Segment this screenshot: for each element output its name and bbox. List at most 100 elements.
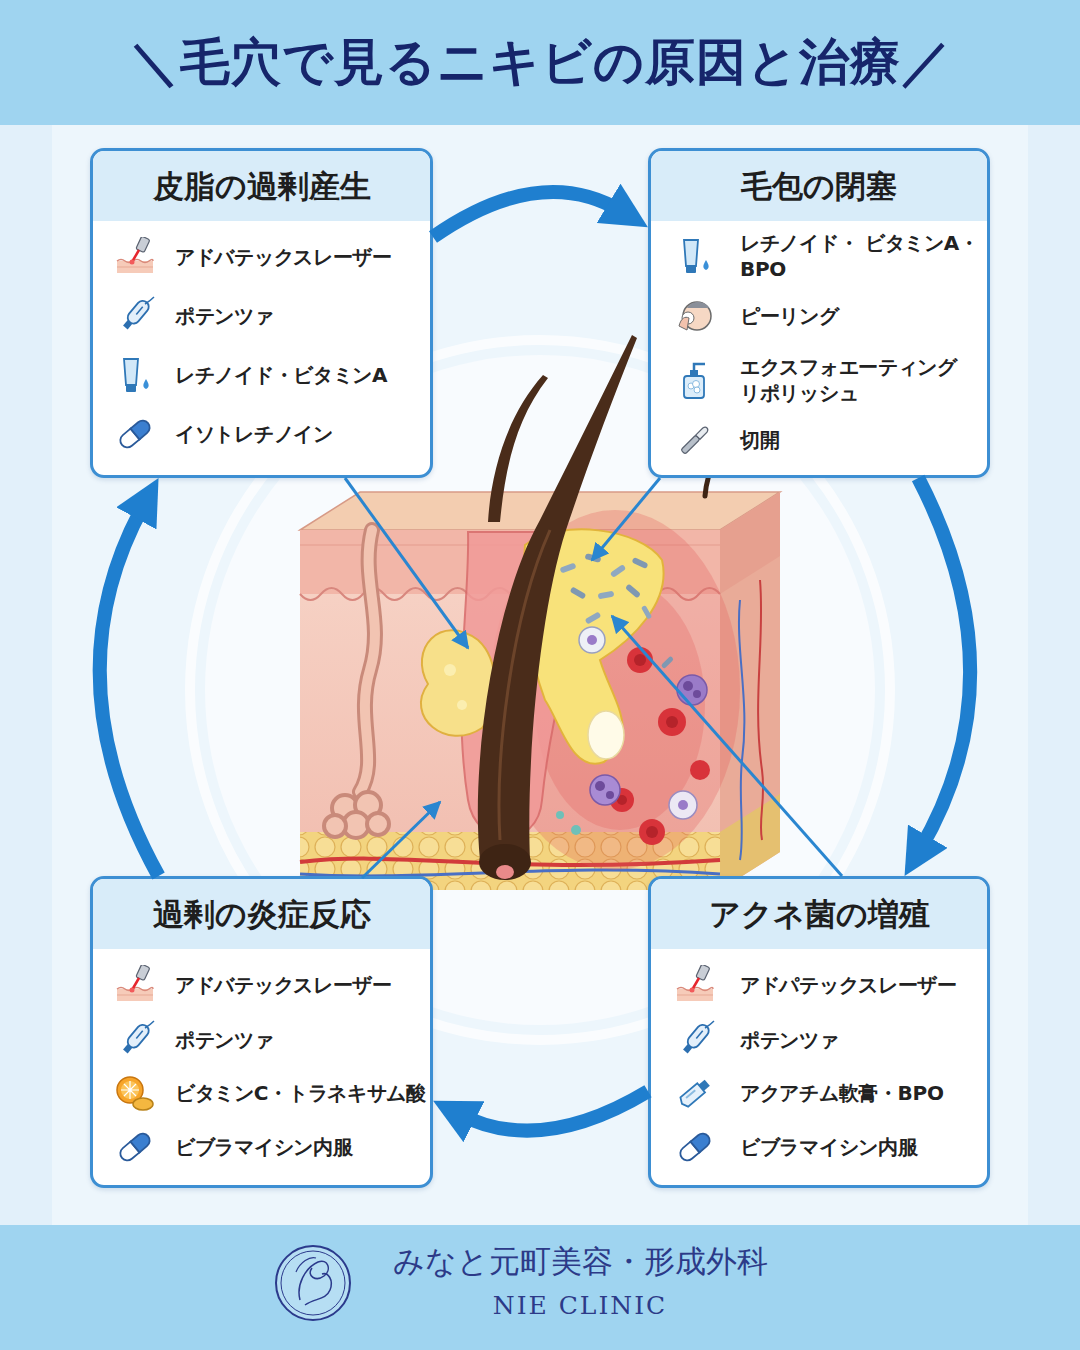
treatment-item: ビブラマイシン内服	[740, 1134, 917, 1160]
hair	[499, 530, 550, 840]
bacteria	[559, 553, 674, 669]
tube-icon	[124, 359, 149, 392]
leader-arrows	[345, 478, 842, 878]
hair	[496, 865, 514, 879]
clinic-logo	[305, 1274, 331, 1305]
leader-arrow	[592, 478, 660, 560]
blood-cells	[683, 681, 693, 691]
box-heading: 皮脂の過剰産生	[93, 151, 430, 221]
cycle-arrow	[100, 504, 159, 876]
footer-band: みなと元町美容・形成外科 NIE CLINIC	[0, 1225, 1080, 1350]
laser-icon	[117, 236, 153, 273]
treatment-item: アドパテックスレーザー	[740, 972, 957, 998]
blood-cells	[595, 781, 605, 791]
category-box: 皮脂の過剰産生アドバテックスレーザーポテンツァレチノイド・ビタミンAイソトレチノ…	[90, 148, 433, 478]
bacteria	[570, 586, 587, 599]
sweat-gland	[324, 530, 389, 838]
bacteria	[641, 605, 652, 620]
sebum-plug	[588, 711, 624, 759]
cycle-arrow	[460, 1091, 648, 1130]
skin-block	[720, 492, 780, 594]
blood-cells	[627, 647, 653, 673]
heading-band: アクネ菌の増殖	[651, 879, 987, 949]
capsule-icon	[117, 1131, 152, 1164]
treatment-item: アクアチム軟膏・BPO	[740, 1080, 944, 1106]
heading-band: 過剰の炎症反応	[93, 879, 430, 949]
cycle-arrow	[918, 478, 970, 850]
background-fill	[0, 125, 1080, 1225]
bacteria	[598, 591, 615, 600]
bacteria	[661, 656, 674, 669]
leader-arrow	[345, 478, 468, 648]
sweat-gland	[367, 813, 389, 835]
clinic-logo	[276, 1246, 350, 1320]
treatment-item: イソトレチノイン	[175, 421, 333, 447]
device-icon	[121, 297, 154, 331]
clinic-logo	[276, 1246, 350, 1320]
laser-icon	[677, 964, 713, 1001]
blood-cells	[677, 675, 707, 705]
treatment-item: ピーリング	[740, 303, 980, 329]
clinic-logo	[299, 1261, 328, 1300]
blood-cells	[590, 775, 620, 805]
category-box: 過剰の炎症反応アドバテックスレーザーポテンツァビタミンC・トラネキサム酸ビブラマ…	[90, 876, 433, 1188]
sebaceous-gland	[457, 700, 467, 710]
inner-panel	[52, 125, 1028, 1225]
blood-cells	[658, 708, 686, 736]
treatment-item: エクスフォエーティング リポリッシュ	[740, 354, 980, 406]
hair	[488, 375, 548, 522]
box-heading: 過剰の炎症反応	[93, 879, 430, 949]
blood-cells	[634, 654, 646, 666]
hair	[478, 335, 637, 871]
box-heading: アクネ菌の増殖	[651, 879, 987, 949]
orange-icon	[117, 1077, 153, 1110]
blood-cells	[693, 690, 701, 698]
tube-icon	[684, 240, 709, 273]
sweat-gland	[324, 815, 346, 837]
treatment-item: 切開	[740, 427, 980, 453]
treatment-item: レチノイド・ ビタミンA・BPO	[740, 230, 980, 282]
laser-icon	[117, 964, 153, 1001]
clinic-logo	[296, 1258, 316, 1272]
heading-band: 皮脂の過剰産生	[93, 151, 430, 221]
treatment-icons	[117, 236, 714, 1163]
heading-band: 毛包の閉塞	[651, 151, 987, 221]
device-icon	[121, 1021, 154, 1055]
sweat-gland	[360, 530, 375, 792]
clinic-name: みなと元町美容・形成外科	[375, 1241, 785, 1283]
bacteria	[631, 557, 648, 569]
peeling-icon	[679, 302, 711, 330]
blood-cells	[606, 791, 614, 799]
clinic-logo	[281, 1251, 345, 1315]
capsule-icon	[117, 418, 152, 451]
title-band: ＼毛穴で見るニキビの原因と治療／	[0, 0, 1080, 125]
bacteria	[584, 553, 601, 563]
blood-cells	[690, 760, 710, 780]
bacteria	[559, 562, 576, 573]
title-text: ＼毛穴で見るニキビの原因と治療／	[0, 0, 1080, 125]
treatment-item: レチノイド・ビタミンA	[175, 362, 387, 388]
blood-cells	[556, 811, 564, 819]
cycle-arrow	[433, 192, 622, 237]
scalpel-icon	[681, 426, 709, 454]
box-heading: 毛包の閉塞	[651, 151, 987, 221]
blood-cells	[556, 627, 710, 845]
ointment-icon	[678, 1078, 711, 1108]
blood-cells	[678, 800, 688, 810]
category-box: アクネ菌の増殖アドパテックスレーザーポテンツァアクアチム軟膏・BPOビブラマイシ…	[648, 876, 990, 1188]
treatment-item: ポテンツァ	[175, 303, 274, 329]
skin-block	[758, 580, 763, 840]
skin-block	[739, 600, 744, 860]
treatment-item: ビタミンC・トラネキサム酸	[175, 1080, 426, 1106]
clinic-name-latin: NIE CLINIC	[375, 1291, 785, 1320]
skin-block	[300, 492, 780, 890]
sebaceous-gland	[444, 664, 456, 676]
blood-cells	[587, 635, 597, 645]
blood-cells	[639, 819, 665, 845]
bacteria	[585, 611, 602, 624]
blood-cells	[669, 791, 697, 819]
blood-cells	[666, 716, 678, 728]
treatment-item: アドバテックスレーザー	[175, 972, 392, 998]
